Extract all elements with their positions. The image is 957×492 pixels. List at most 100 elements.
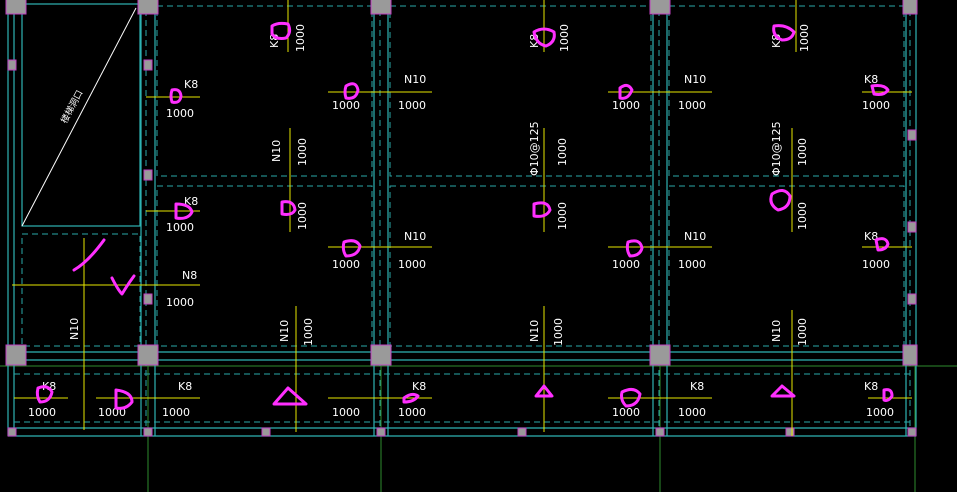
rebar-label: K8 — [690, 380, 704, 393]
columns — [5, 0, 918, 437]
rebar-label: 1000 — [166, 221, 194, 234]
rebar-label: 1000 — [678, 99, 706, 112]
markup-circle — [620, 387, 642, 408]
column — [649, 344, 671, 366]
rebar-label: K8 — [178, 380, 192, 393]
column-small — [7, 427, 17, 437]
rebar-label: 1000 — [28, 406, 56, 419]
rebar-label: 1000 — [332, 99, 360, 112]
rebar-label: 1000 — [162, 406, 190, 419]
rebar-label: N10 — [404, 230, 426, 243]
column — [5, 0, 27, 15]
rebar-label: N10 — [528, 320, 541, 342]
markup-triangle — [534, 384, 554, 398]
slab-panel — [389, 5, 652, 177]
column-small — [143, 169, 153, 181]
rebar-label: 1000 — [166, 107, 194, 120]
rebar-label: 1000 — [678, 406, 706, 419]
rebar-label: 1000 — [552, 318, 565, 346]
rebar-label: N10 — [404, 73, 426, 86]
rebar-label: 1000 — [332, 258, 360, 271]
slab-panel — [156, 5, 373, 177]
column-small — [907, 293, 917, 305]
rebar-lines — [12, 0, 912, 436]
markup-circle — [618, 83, 634, 100]
markup-circle — [114, 388, 134, 410]
slab-panel — [668, 185, 905, 347]
markup-circle — [169, 88, 183, 104]
column-small — [143, 59, 153, 71]
column — [5, 344, 27, 366]
slab-panel — [21, 233, 141, 347]
column — [649, 0, 671, 15]
column-small — [7, 59, 17, 71]
rebar-label: 1000 — [294, 24, 307, 52]
markup-circle — [341, 239, 362, 258]
rebar-label: 1000 — [798, 24, 811, 52]
rebar-label: 1000 — [398, 406, 426, 419]
column-small — [907, 129, 917, 141]
markup-checkmark — [110, 274, 136, 296]
markup-circle — [280, 200, 297, 216]
column-small — [655, 427, 665, 437]
rebar-label: 1000 — [862, 258, 890, 271]
rebar-label: Φ10@125 — [770, 121, 783, 176]
slab-panel — [389, 185, 652, 347]
markup-triangle — [272, 386, 308, 406]
column — [902, 0, 918, 15]
rebar-label: 1000 — [332, 406, 360, 419]
rebar-labels-vertical: K8 1000 K8 1000 K8 1000 N10 1000 1000 Φ1… — [68, 24, 811, 346]
column-small — [907, 427, 917, 437]
markup-circle — [532, 27, 556, 48]
column — [370, 344, 392, 366]
rebar-label: K8 — [864, 380, 878, 393]
rebar-label: 1000 — [862, 99, 890, 112]
markup-circle — [870, 84, 890, 96]
column — [902, 344, 918, 366]
rebar-label: N10 — [684, 230, 706, 243]
rebar-label: N10 — [68, 318, 81, 340]
slab-panel — [156, 185, 373, 347]
rebar-label: Φ10@125 — [528, 121, 541, 176]
column-small — [143, 427, 153, 437]
column-small — [907, 221, 917, 233]
rebar-label: 1000 — [166, 296, 194, 309]
rebar-label: 1000 — [296, 202, 309, 230]
rebar-label: 1000 — [678, 258, 706, 271]
rebar-label: K8 — [864, 73, 878, 86]
rebar-label: 1000 — [796, 138, 809, 166]
column-small — [517, 427, 527, 437]
rebar-label: K8 — [528, 34, 541, 48]
markup-circle — [270, 21, 292, 40]
markup-circle — [769, 189, 792, 212]
rebar-label: 1000 — [556, 138, 569, 166]
rebar-label: 1000 — [796, 202, 809, 230]
markup-annotations — [35, 21, 894, 410]
markup-circle — [874, 237, 890, 252]
slab-panel — [668, 5, 905, 177]
rebar-label: 1000 — [398, 99, 426, 112]
column-small — [261, 427, 271, 437]
markup-circle — [772, 24, 796, 42]
rebar-label: N10 — [684, 73, 706, 86]
rebar-label: N10 — [270, 140, 283, 162]
column — [137, 344, 159, 366]
markup-circle — [174, 202, 194, 220]
rebar-label: 1000 — [612, 99, 640, 112]
column — [370, 0, 392, 15]
markup-circle — [625, 239, 644, 258]
column-small — [785, 427, 795, 437]
markup-circle — [343, 82, 360, 100]
rebar-label: 1000 — [612, 406, 640, 419]
rebar-label: N8 — [182, 269, 197, 282]
rebar-label: 1000 — [302, 318, 315, 346]
rebar-label: 1000 — [556, 202, 569, 230]
markup-triangle — [770, 384, 796, 398]
slab-outlines — [14, 0, 911, 430]
rebar-label: 1000 — [558, 24, 571, 52]
rebar-label: 1000 — [612, 258, 640, 271]
markup-circle — [35, 385, 54, 404]
